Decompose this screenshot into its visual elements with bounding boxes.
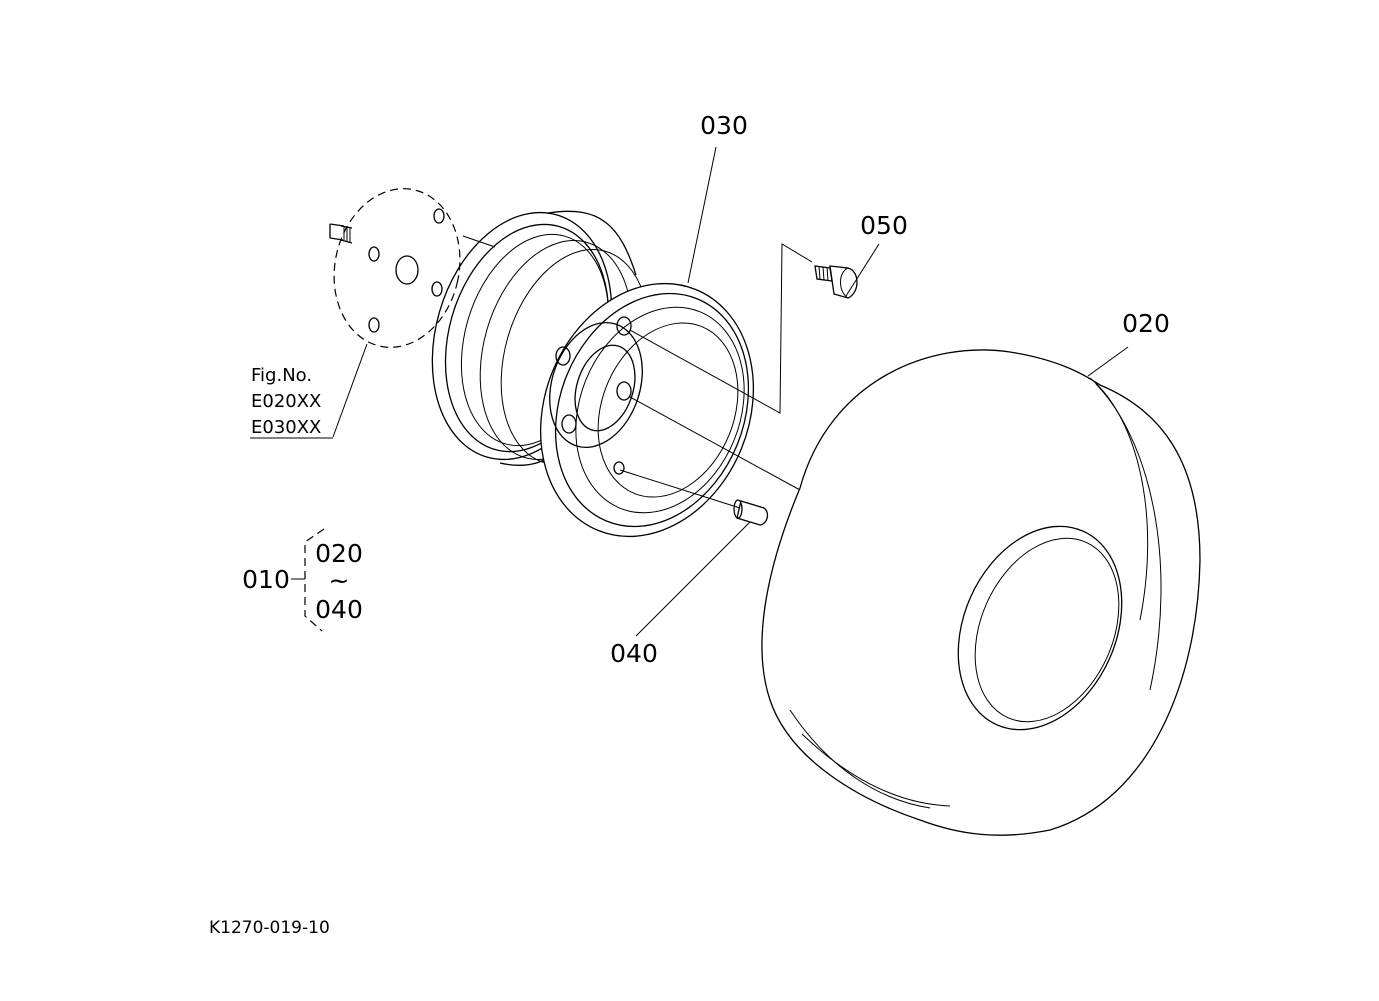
callout-010: 010 bbox=[242, 565, 290, 594]
range-end: 040 bbox=[315, 595, 363, 624]
bolt-part bbox=[814, 243, 880, 299]
range-tilde: ~ bbox=[329, 566, 350, 595]
callout-050: 050 bbox=[860, 211, 908, 240]
range-group bbox=[291, 528, 325, 632]
range-start: 020 bbox=[315, 539, 363, 568]
valve-part bbox=[635, 499, 769, 637]
callout-040: 040 bbox=[610, 639, 658, 668]
tire-part bbox=[761, 346, 1201, 836]
callout-020: 020 bbox=[1122, 309, 1170, 338]
wheel-rim bbox=[431, 146, 813, 538]
fig-note-ref-1: E020XX bbox=[251, 391, 321, 412]
hub-plate bbox=[329, 188, 496, 438]
callout-030: 030 bbox=[700, 111, 748, 140]
fig-note-ref-2: E030XX bbox=[251, 417, 321, 438]
drawing-number: K1270-019-10 bbox=[209, 918, 330, 938]
fig-note-label: Fig.No. bbox=[251, 365, 312, 386]
